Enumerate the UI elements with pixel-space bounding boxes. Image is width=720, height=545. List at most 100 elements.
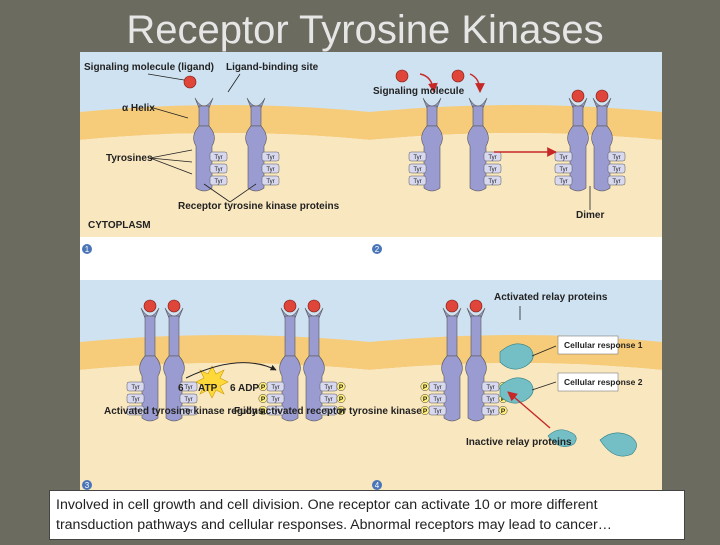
p4-dimer-right-kinase-region [465, 355, 487, 422]
p3-active-left-3-phosphate-label: P [261, 408, 266, 415]
p2-receptor-left-2-tyr-box [408, 163, 427, 174]
p3-active-right-3-phosphate [336, 406, 346, 415]
p4-dimer-left-1-phosphate-label: P [423, 384, 428, 391]
p1-receptor-right-1-tyr-box [261, 151, 280, 162]
p3-dimer-left-2-tyr-label: Tyr [131, 397, 139, 403]
p2-receptor-right-1-tyr-box [483, 151, 502, 162]
p2-dimer-left-helix [572, 105, 584, 127]
panel-2-membrane [370, 105, 662, 140]
p1-signaling-molecule-label: Signaling molecule (ligand) [84, 62, 214, 73]
p1-receptor-proteins-label: Receptor tyrosine kinase proteins [178, 201, 340, 212]
p3-dimer-left-2-tyr-box [126, 393, 145, 404]
p1-receptor-left-2-tyr-label: Tyr [214, 167, 222, 173]
p4-dimer-left-3-tyr-label: Tyr [433, 409, 441, 415]
p2-dimer-left-2-tyr-label: Tyr [559, 167, 567, 173]
p2-dimer-label: Dimer [576, 210, 604, 221]
p2-receptor-left-kinase-region [421, 125, 443, 192]
p1-receptor-left-2-tyr-box [209, 163, 228, 174]
p3-dimer-right-3-tyr-box [179, 405, 198, 416]
panel-2-extracellular [370, 52, 662, 112]
p4-dimer-left-3-phosphate-label: P [423, 408, 428, 415]
p2-receptor-right-helix [472, 105, 484, 127]
p4-inactive-relay-label: Inactive relay proteins [466, 437, 572, 448]
p1-receptor-left-binding-site [194, 97, 214, 109]
p1-receptor-right-2-tyr-label: Tyr [266, 167, 274, 173]
p1-receptor-right-3-tyr-label: Tyr [266, 179, 274, 185]
p2-dimer-left-binding-site [568, 97, 588, 109]
p3-dimer-left-ligand [143, 299, 157, 313]
p3-active-left-binding-site [280, 307, 300, 319]
p1-receptor-right-2-tyr-box [261, 163, 280, 174]
p4-response-1-arrow [531, 345, 557, 357]
p2-dimer-left-3-tyr-box [554, 175, 573, 186]
p3-active-right-helix [308, 315, 320, 357]
p4-dimer-right-binding-site [466, 307, 486, 319]
p3-active-right-kinase-region [303, 355, 325, 422]
caption-text: Involved in cell growth and cell divisio… [49, 490, 685, 540]
p1-receptor-line-1 [203, 183, 231, 203]
p4-response-1-label: Cellular response 1 [564, 340, 643, 350]
p1-ligand-binding-site-label: Ligand-binding site [226, 62, 319, 73]
p3-dimer-left-kinase-region [139, 355, 161, 422]
p4-response-2-label: Cellular response 2 [564, 377, 643, 387]
p4-dimer-left-2-phosphate-label: P [423, 396, 428, 403]
p2-signaling-molecule-label: Signaling molecule [373, 86, 465, 97]
p2-dimer-right-ligand [595, 89, 609, 103]
receptor-diagram: TyrTyrTyrTyrTyrTyrTyrTyrTyrTyrTyrTyrTyrT… [80, 52, 662, 492]
p4-dimer-left-kinase-region [441, 355, 463, 422]
p3-active-left-1-phosphate-label: P [261, 384, 266, 391]
step-1-badge [82, 244, 92, 254]
p1-tyrosines-line-1 [149, 149, 193, 159]
p3-active-right-2-phosphate [336, 394, 346, 403]
p2-receptor-right-kinase-region [467, 125, 489, 192]
p3-activated-regions-label: Activated tyrosine kinase regions [104, 406, 264, 417]
p3-atp-arrow [185, 362, 277, 379]
p3-dimer-left-binding-site [140, 307, 160, 319]
p4-dimer-left-2-phosphate [420, 394, 430, 403]
p2-dimer-right-3-tyr-box [607, 175, 626, 186]
p3-active-left-2-phosphate-label: P [261, 396, 266, 403]
p4-dimer-right-ligand [469, 299, 483, 313]
p4-dimer-left-binding-site [442, 307, 462, 319]
step-4-number: 4 [375, 481, 380, 490]
p4-dimer-left-1-tyr-label: Tyr [433, 385, 441, 391]
p3-active-left-helix [284, 315, 296, 357]
slide-title: Receptor Tyrosine Kinases [126, 8, 604, 52]
p4-response-2-arrow [531, 381, 557, 391]
p2-receptor-left-1-tyr-box [408, 151, 427, 162]
p3-active-left-kinase-region [279, 355, 301, 422]
p1-receptor-right-1-tyr-label: Tyr [266, 155, 274, 161]
p2-dimer-left-kinase-region [567, 125, 589, 192]
p3-active-right-1-tyr-label: Tyr [324, 385, 332, 391]
p2-receptor-left-3-tyr-label: Tyr [413, 179, 421, 185]
p3-active-left-2-phosphate [258, 394, 268, 403]
p2-dimer-right-1-tyr-label: Tyr [612, 155, 620, 161]
receptors-layer: TyrTyrTyrTyrTyrTyrTyrTyrTyrTyrTyrTyrTyrT… [126, 69, 637, 457]
p3-active-left-1-phosphate [258, 382, 268, 391]
p3-dimer-right-helix [168, 315, 180, 357]
p3-active-left-1-tyr-label: Tyr [271, 385, 279, 391]
p3-dimer-right-1-tyr-label: Tyr [184, 385, 192, 391]
p2-dimer-right-2-tyr-box [607, 163, 626, 174]
p4-active-relay-1 [499, 343, 534, 370]
p2-receptor-left-binding-site [422, 97, 442, 109]
p4-dimer-left-3-phosphate [420, 406, 430, 415]
p1-receptor-left-kinase-region [193, 125, 215, 192]
p2-free-ligand-2 [451, 69, 465, 83]
p2-receptor-left-helix [426, 105, 438, 127]
p1-receptor-right-3-tyr-box [261, 175, 280, 186]
p4-activation-arrow [507, 391, 551, 429]
p4-dimer-left-ligand [445, 299, 459, 313]
p3-dimer-right-kinase-region [163, 355, 185, 422]
p2-dimer-left-3-tyr-label: Tyr [559, 179, 567, 185]
p2-dimer-right-binding-site [592, 97, 612, 109]
panel-3-extracellular [80, 280, 370, 342]
p2-receptor-right-3-tyr-box [483, 175, 502, 186]
